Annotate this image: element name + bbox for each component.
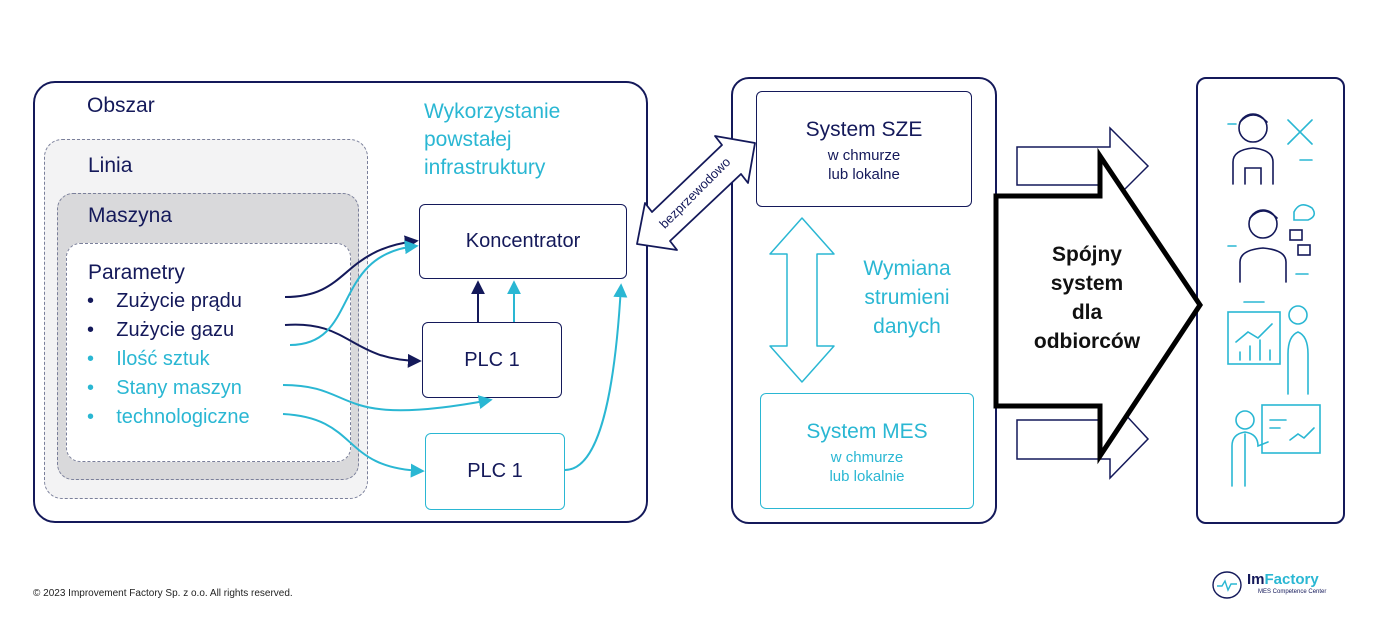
- connector-sztuk: [289, 240, 419, 346]
- system-sze-sub2: lub lokalne: [828, 166, 900, 183]
- param-item: • technologiczne: [87, 406, 250, 428]
- plc-bottom-node: PLC 1: [425, 433, 565, 510]
- koncentrator-node: Koncentrator: [419, 204, 627, 279]
- small-arrow-top: [1016, 126, 1150, 206]
- system-mes-sub1: w chmurze: [830, 449, 904, 466]
- connector-gaz: [284, 323, 422, 368]
- system-mes-box: System MES w chmurze lub lokalnie: [760, 393, 974, 509]
- connector-plc2: [564, 283, 628, 471]
- imfactory-logo-icon: [1212, 571, 1242, 599]
- exchange-arrow: [769, 217, 835, 383]
- presenter-board-icon: [1231, 404, 1321, 487]
- param-item: • Stany maszyn: [87, 377, 242, 399]
- system-sze-sub1: w chmurze: [827, 147, 901, 164]
- system-sze-title: System SZE: [805, 118, 923, 141]
- copyright-text: © 2023 Improvement Factory Sp. z o.o. Al…: [33, 588, 293, 599]
- analyst-chart-icon: [1227, 301, 1309, 395]
- infrastructure-text: Wykorzystanie powstałej infrastruktury: [424, 100, 561, 179]
- system-mes-title: System MES: [806, 420, 928, 443]
- linia-label: Linia: [88, 154, 133, 177]
- worker-idea-icon: [1227, 204, 1316, 283]
- plc-top-node: PLC 1: [422, 322, 562, 398]
- param-item: • Ilość sztuk: [87, 348, 210, 370]
- param-item: • Zużycie prądu: [87, 290, 242, 312]
- system-sze-box: System SZE w chmurze lub lokalne: [756, 91, 972, 207]
- obszar-label: Obszar: [87, 94, 155, 117]
- logo-subtitle: MES Competence Center: [1258, 589, 1327, 595]
- connector-techno: [282, 413, 425, 478]
- maszyna-label: Maszyna: [88, 204, 173, 227]
- parametry-label: Parametry: [88, 261, 185, 284]
- system-mes-sub2: lub lokalnie: [829, 468, 905, 485]
- param-item: • Zużycie gazu: [87, 319, 235, 341]
- consistent-system-text: Spójny system dla odbiorców: [1033, 243, 1141, 353]
- parametry-panel: [66, 243, 351, 462]
- worker-tools-icon: [1227, 113, 1313, 185]
- logo-name: ImFactory: [1247, 571, 1319, 588]
- wireless-arrow: [636, 135, 756, 251]
- connector-stany: [282, 384, 493, 412]
- big-arrow: [993, 147, 1204, 465]
- exchange-text: Wymiana strumieni danych: [863, 257, 951, 338]
- connector-prad: [284, 235, 419, 298]
